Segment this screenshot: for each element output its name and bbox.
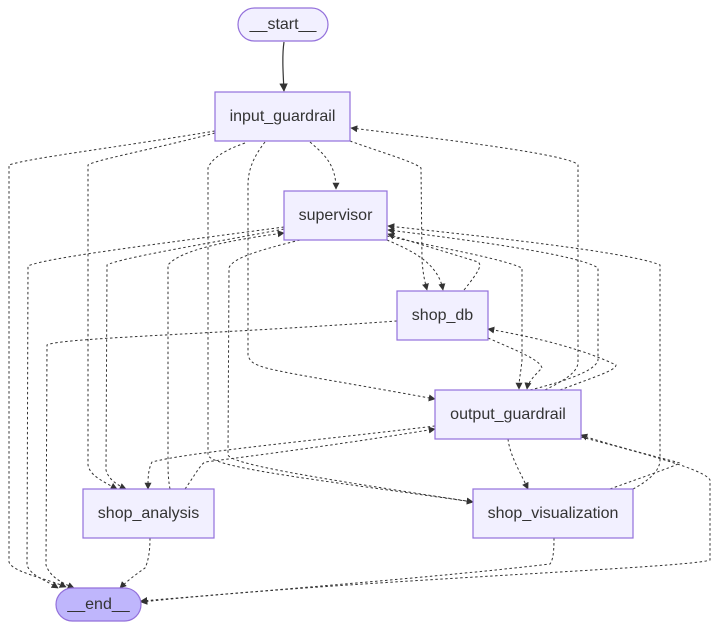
edge-shop-db-to-supervisor [387,232,481,291]
node-start-label: __start__ [249,16,318,33]
node-end[interactable]: __end__ [55,587,142,622]
edge-output-guardrail-to-shop-analysis [144,425,436,490]
node-shop-analysis[interactable]: shop_analysis [82,488,215,539]
edge-supervisor-to-end [26,226,285,589]
edge-supervisor-to-shop-db [386,239,446,291]
nodes-layer: __start__ input_guardrail supervisor sho… [55,7,634,622]
edge-output-guardrail-to-shop-visualization [507,438,529,490]
edge-input-guardrail-to-end [8,130,216,588]
edge-output-guardrail-to-shop-db [487,326,617,391]
edge-shop-db-to-end [45,320,398,589]
edge-shop-visualization-to-output-guardrail [580,433,682,490]
node-input-guardrail[interactable]: input_guardrail [214,91,351,142]
edges-layer [8,41,711,605]
edge-input-guardrail-to-shop-analysis [87,132,216,490]
edge-shop-analysis-to-end [119,537,151,589]
edge-input-guardrail-to-supervisor [309,141,340,190]
edge-shop-visualization-to-supervisor [387,223,661,490]
edge-input-guardrail-to-shop-visualization [207,142,474,505]
node-end-label: __end__ [66,596,130,613]
node-input-guardrail-label: input_guardrail [230,108,336,125]
edge-input-guardrail-to-output-guardrail [247,141,436,402]
node-supervisor[interactable]: supervisor [283,190,388,241]
node-shop-analysis-label: shop_analysis [98,505,199,522]
edge-shop-analysis-to-output-guardrail [184,426,436,490]
node-shop-db[interactable]: shop_db [396,290,489,341]
edge-shop-analysis-to-supervisor [167,230,285,490]
node-supervisor-label: supervisor [299,207,373,224]
node-shop-db-label: shop_db [412,307,473,324]
edge-output-guardrail-to-supervisor [387,227,599,391]
edge-shop-db-to-output-guardrail [487,337,543,390]
node-output-guardrail[interactable]: output_guardrail [434,389,582,440]
edge-supervisor-to-shop-analysis [105,228,285,490]
node-shop-visualization[interactable]: shop_visualization [472,488,634,539]
edge-input-guardrail-to-shop-db [349,140,429,291]
edge-shop-visualization-to-end [140,537,555,604]
edge-start-to-input-guardrail [279,41,288,92]
edge-supervisor-to-shop-visualization [227,239,474,505]
edge-supervisor-to-output-guardrail [386,235,523,390]
edge-output-guardrail-to-input-guardrail [350,125,579,391]
node-output-guardrail-label: output_guardrail [450,406,566,423]
node-shop-visualization-label: shop_visualization [488,505,619,522]
node-start[interactable]: __start__ [237,7,329,42]
